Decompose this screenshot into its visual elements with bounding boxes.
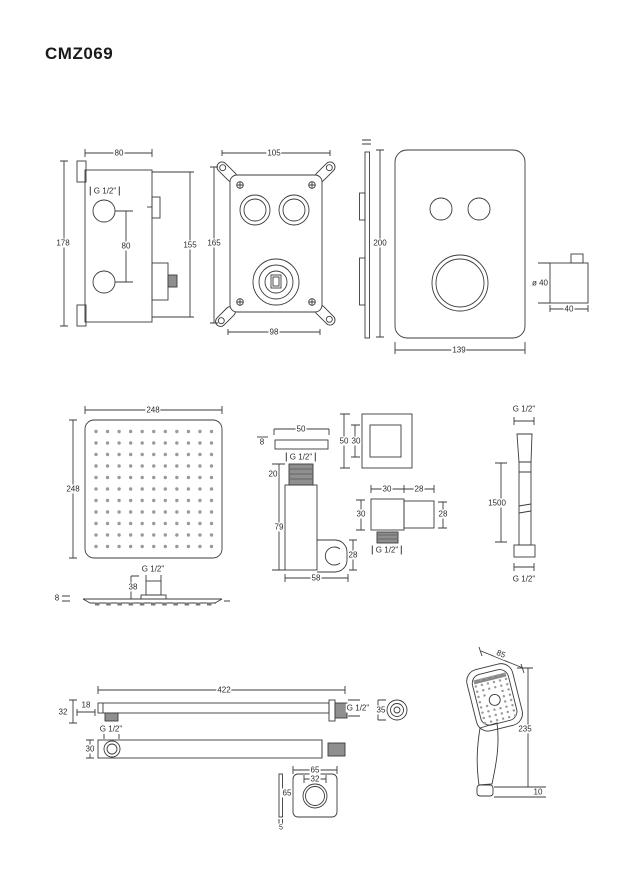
shower-arm-bottom-view xyxy=(86,734,346,759)
dim-faceplate-width: 139 xyxy=(451,345,467,355)
handle-knob-side-view xyxy=(538,253,589,312)
dim-arm-end-diameter: 35 xyxy=(375,705,387,715)
dim-head-width: 248 xyxy=(145,405,161,415)
dim-handshower-cap: 10 xyxy=(532,787,544,797)
faceplate-views xyxy=(359,139,526,354)
dim-head-thread: G 1/2" xyxy=(140,564,166,574)
dim-holder-body: 79 xyxy=(273,522,285,532)
dim-flange-inner: 30 xyxy=(350,436,362,446)
dim-valve-width: 80 xyxy=(113,148,125,158)
dim-holder-base: 58 xyxy=(310,573,322,583)
dim-elbow-thread: G 1/2" xyxy=(371,545,403,555)
dim-hose-length: 1500 xyxy=(487,498,507,508)
dim-knob-width: 40 xyxy=(563,304,575,314)
handshower-holder-views xyxy=(257,428,357,582)
dim-valve-handle-spacing: 80 xyxy=(120,241,132,251)
dim-valvefront-height: 165 xyxy=(206,238,222,248)
dim-handshower-length: 235 xyxy=(517,724,533,734)
dim-valvefront-width: 105 xyxy=(266,148,282,158)
dim-elbow-width-left: 30 xyxy=(381,484,393,494)
dim-valve-thread: G 1/2" xyxy=(89,186,121,196)
dim-faceplate-height: 200 xyxy=(372,238,388,248)
wall-flange-front-view xyxy=(340,413,413,469)
dim-arm-thread2: G 1/2" xyxy=(98,724,124,734)
dim-holder-thread: G 1/2" xyxy=(285,452,317,462)
dim-flange-outer: 50 xyxy=(338,436,350,446)
dim-holder-neck: 20 xyxy=(267,469,279,479)
page-title: CMZ069 xyxy=(45,44,114,63)
overhead-shower-views xyxy=(62,406,230,606)
mixer-valve-side-view xyxy=(60,149,194,327)
dim-hose-thread-top: G 1/2" xyxy=(511,404,537,414)
mixer-valve-front-view xyxy=(210,150,336,335)
dim-escutcheon-thickness: 5 xyxy=(278,823,284,833)
dim-elbow-height-right: 28 xyxy=(437,509,449,519)
dim-escutcheon-height: 65 xyxy=(281,788,293,798)
dim-head-thickness: 8 xyxy=(53,593,61,603)
dim-knob-diameter: ø 40 xyxy=(530,278,550,288)
dim-escutcheon-hole: 32 xyxy=(309,774,321,784)
dim-holder-plate-width: 50 xyxy=(295,424,307,434)
dim-valve-height: 178 xyxy=(55,238,71,248)
dim-arm-tube-height: 30 xyxy=(84,744,96,754)
dim-holder-hook: 28 xyxy=(347,550,359,560)
dim-elbow-width-right: 28 xyxy=(413,484,425,494)
dim-arm-thread: G 1/2" xyxy=(345,703,371,713)
dim-arm-flange-height: 32 xyxy=(57,707,69,717)
dim-arm-length: 422 xyxy=(216,685,232,695)
dim-elbow-height-left: 30 xyxy=(355,509,367,519)
hand-shower-view xyxy=(466,646,546,798)
dim-escutcheon-width: 65 xyxy=(309,765,321,775)
dim-valve-depth: 155 xyxy=(182,240,198,250)
dim-holder-plate-thickness: 8 xyxy=(258,437,266,447)
dim-head-stem: 38 xyxy=(127,582,139,592)
dim-valvefront-base: 98 xyxy=(268,327,280,337)
dim-head-depth: 248 xyxy=(65,484,81,494)
shower-hose-view xyxy=(495,417,536,571)
dim-arm-offset: 18 xyxy=(80,700,92,710)
wall-supply-elbow-views xyxy=(356,485,447,544)
dim-hose-thread-bottom: G 1/2" xyxy=(511,574,537,584)
